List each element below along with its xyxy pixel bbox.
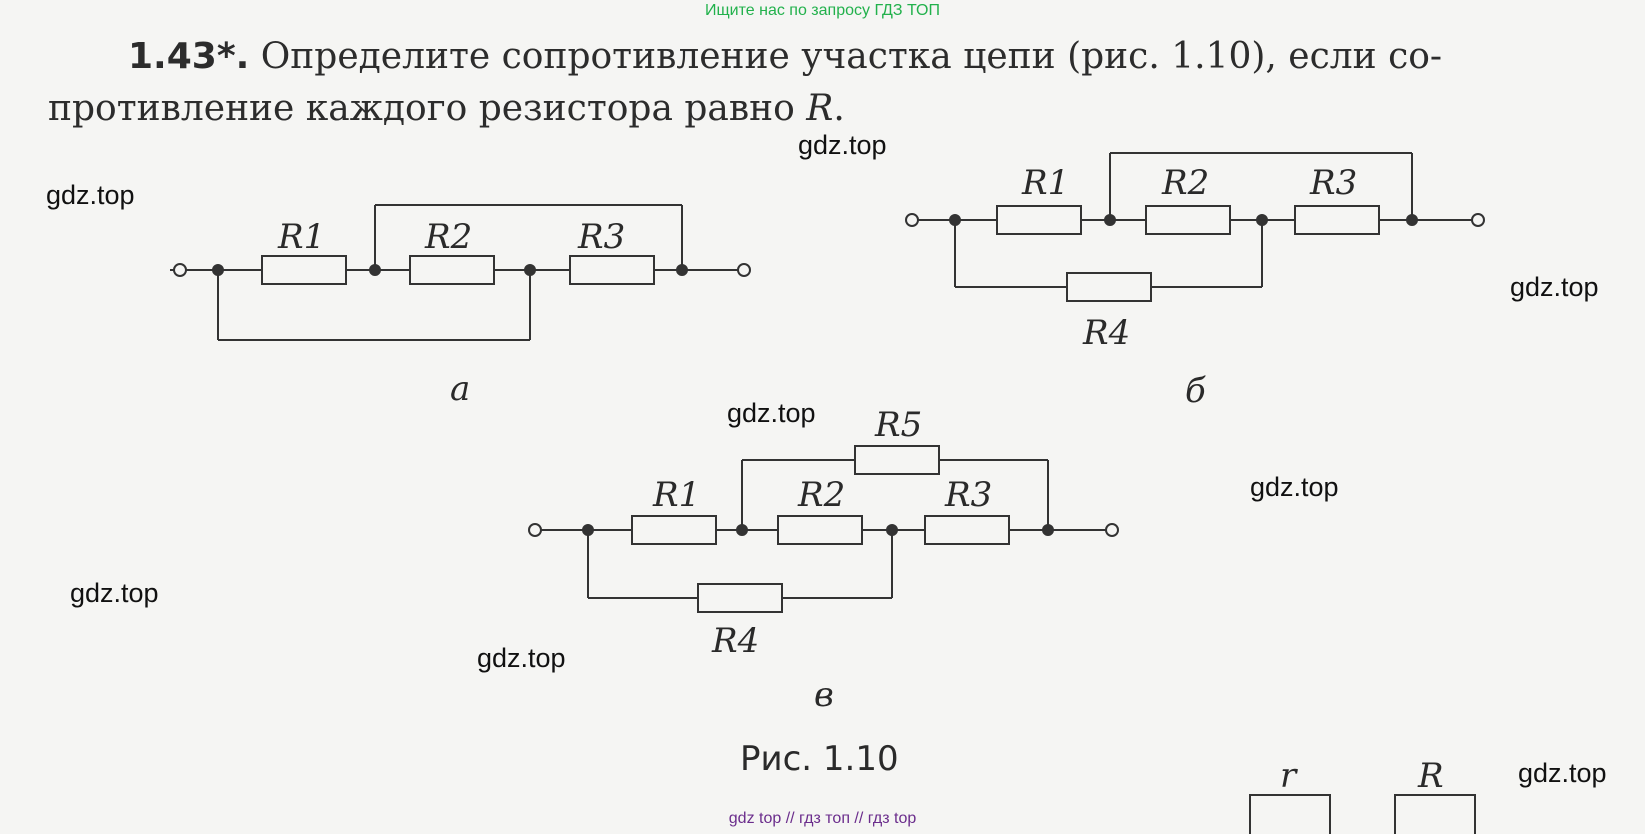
search-banner[interactable]: Ищите нас по запросу ГДЗ ТОП — [705, 2, 940, 19]
circuit-c-r2-label: R2 — [797, 475, 845, 515]
circuit-a-r2-label: R2 — [424, 217, 472, 257]
circuit-c-r3-label: R3 — [944, 475, 992, 515]
circuit-a — [170, 204, 751, 341]
circuit-b-r4-label: R4 — [1082, 313, 1130, 353]
watermark-8: gdz.top — [1518, 758, 1607, 788]
circuit-c-r5-label: R5 — [874, 405, 922, 445]
problem-line-2: противление каждого резистора равно R. — [48, 88, 845, 129]
watermark-5: gdz.top — [1250, 472, 1339, 502]
circuit-b — [905, 152, 1485, 302]
problem-text-2-end: . — [833, 88, 845, 129]
watermark-3: gdz.top — [1510, 272, 1599, 302]
footer-links[interactable]: gdz top // гдз топ // гдз top — [728, 810, 917, 827]
circuit-b-label: б — [1185, 371, 1206, 411]
bottom-r-large-label: R — [1417, 756, 1444, 796]
problem-text-1: Определите сопротивление участка цепи (р… — [260, 36, 1443, 77]
problem-text-2: противление каждого резистора равно — [48, 88, 807, 129]
bottom-r-small-label: r — [1280, 756, 1298, 796]
circuit-c-label: в — [814, 675, 834, 715]
circuit-c-r4-label: R4 — [711, 621, 759, 661]
problem-var-r: R — [806, 88, 834, 129]
watermark-1: gdz.top — [46, 180, 135, 210]
problem-number: 1.43*. — [128, 36, 250, 77]
circuit-b-r1-label: R1 — [1021, 163, 1069, 203]
watermark-2: gdz.top — [798, 130, 887, 160]
circuit-b-r2-label: R2 — [1161, 163, 1209, 203]
circuit-c — [528, 445, 1119, 613]
circuit-a-r3-label: R3 — [577, 217, 625, 257]
circuit-b-r3-label: R3 — [1309, 163, 1357, 203]
figure-caption: Рис. 1.10 — [740, 739, 899, 779]
watermark-7: gdz.top — [477, 643, 566, 673]
bottom-partial-resistors — [1249, 794, 1476, 834]
circuit-a-r1-label: R1 — [277, 217, 325, 257]
watermark-4: gdz.top — [727, 398, 816, 428]
circuit-c-r1-label: R1 — [652, 475, 700, 515]
problem-line-1: 1.43*. Определите сопротивление участка … — [128, 36, 1442, 77]
circuit-a-label: а — [450, 369, 470, 409]
watermark-6: gdz.top — [70, 578, 159, 608]
